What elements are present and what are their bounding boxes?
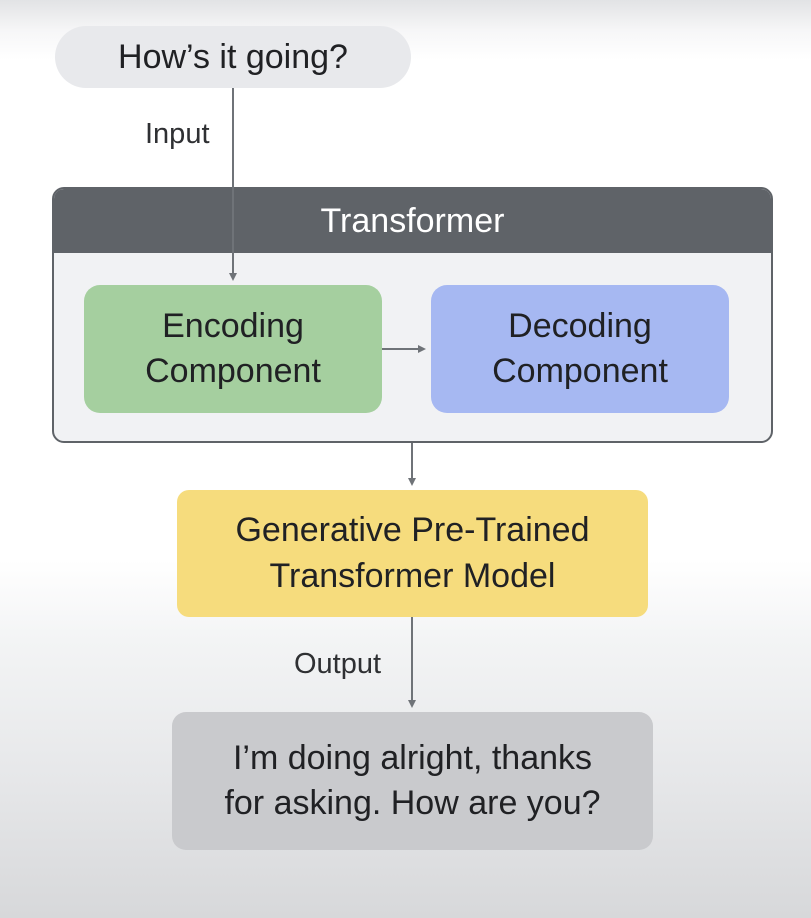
output-label: Output bbox=[294, 648, 382, 680]
encoding-line-1: Encoding bbox=[162, 307, 304, 346]
transformer-header: Transformer bbox=[54, 189, 771, 253]
model-line-2: Transformer Model bbox=[269, 556, 556, 595]
output-bubble: I’m doing alright, thanks for asking. Ho… bbox=[172, 712, 653, 850]
encoding-line-2: Component bbox=[145, 352, 321, 390]
decoding-line-1: Decoding bbox=[508, 307, 652, 346]
gpt-model-box: Generative Pre-Trained Transformer Model bbox=[177, 490, 648, 617]
decoding-line-2: Component bbox=[492, 352, 668, 390]
output-line-1: I’m doing alright, thanks bbox=[232, 739, 593, 778]
decoding-component-box: Decoding Component bbox=[431, 285, 729, 413]
model-line-1: Generative Pre-Trained bbox=[235, 510, 590, 549]
output-line-2: for asking. How are you? bbox=[224, 784, 601, 822]
input-bubble: How’s it going? bbox=[55, 26, 411, 88]
transformer-title: Transformer bbox=[320, 201, 505, 240]
encoding-component-box: Encoding Component bbox=[84, 285, 382, 413]
input-label: Input bbox=[145, 118, 210, 150]
input-text: How’s it going? bbox=[118, 37, 348, 76]
